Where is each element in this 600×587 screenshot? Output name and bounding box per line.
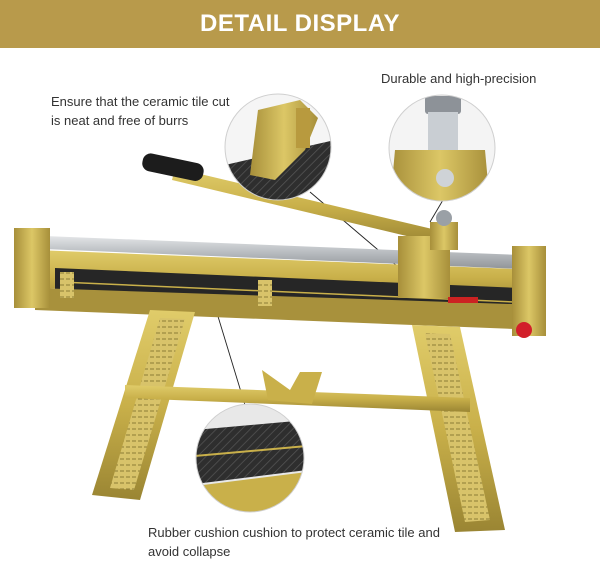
zoom-rubber-closeup — [195, 403, 305, 513]
tile-cutter-illustration — [14, 93, 546, 532]
zoom-blade-closeup — [224, 93, 332, 201]
lock-knob — [516, 322, 532, 338]
zoom-wheel-closeup — [388, 94, 496, 202]
leader-line-wheel — [429, 199, 444, 223]
leader-line-rubber — [212, 299, 246, 406]
product-stage — [0, 48, 600, 582]
scale-pad — [258, 280, 272, 306]
lever-arm — [172, 168, 445, 244]
caption-rubber-cushion: Rubber cushion cushion to protect cerami… — [148, 525, 440, 559]
scale-pad — [60, 272, 74, 298]
v-support — [262, 370, 322, 404]
header-banner: DETAIL DISPLAY — [0, 0, 600, 48]
page-title: DETAIL DISPLAY — [200, 10, 400, 37]
caption-precision: Durable and high-precision — [381, 71, 537, 86]
left-end-block — [14, 228, 50, 308]
right-end-block — [512, 246, 546, 336]
caption-blade: Ensure that the ceramic tile cut is neat… — [51, 94, 230, 128]
handle-grip — [142, 153, 204, 181]
